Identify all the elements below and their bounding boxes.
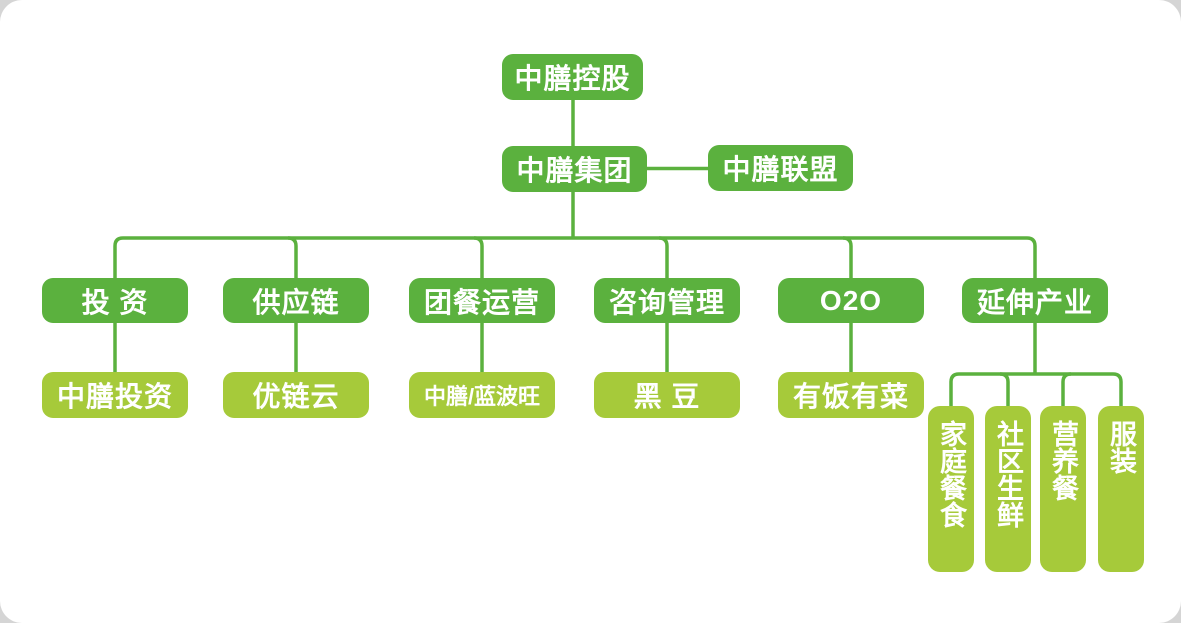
connector-group <box>113 100 1123 406</box>
node-sub-youlianyun: 优链云 <box>223 372 369 418</box>
node-sub-heidou: 黑 豆 <box>594 372 740 418</box>
node-branch-o2o: O2O <box>778 278 924 323</box>
node-sub-family-meals: 家庭餐食 <box>928 406 974 572</box>
node-branch-extended-industries: 延伸产业 <box>962 278 1108 323</box>
sub-branch-bar <box>949 372 1123 406</box>
node-sub-apparel: 服装 <box>1098 406 1144 572</box>
drop-branch-2 <box>287 236 298 278</box>
node-branch-supply-chain: 供应链 <box>223 278 369 323</box>
node-sub-zhongshan-investment: 中膳投资 <box>42 372 188 418</box>
drop-sub-3 <box>1061 372 1072 406</box>
node-sub-community-fresh: 社区生鲜 <box>985 406 1031 572</box>
node-branch-investment: 投 资 <box>42 278 188 323</box>
node-sub-youfanyoucai: 有饭有菜 <box>778 372 924 418</box>
drop-branch-5 <box>842 236 853 278</box>
drop-branch-3 <box>473 236 484 278</box>
node-sub-zhongshan-lanbowang: 中膳/蓝波旺 <box>409 372 555 418</box>
node-sub-nutrition-meals: 营养餐 <box>1040 406 1086 572</box>
drop-sub-2 <box>999 372 1010 406</box>
drop-branch-4 <box>658 236 669 278</box>
node-branch-consulting-management: 咨询管理 <box>594 278 740 323</box>
node-group: 中膳集团 <box>502 146 647 192</box>
node-holdings: 中膳控股 <box>502 54 643 100</box>
node-branch-group-meal-operations: 团餐运营 <box>409 278 555 323</box>
node-alliance: 中膳联盟 <box>708 145 853 191</box>
main-branch-bar <box>113 236 1037 278</box>
